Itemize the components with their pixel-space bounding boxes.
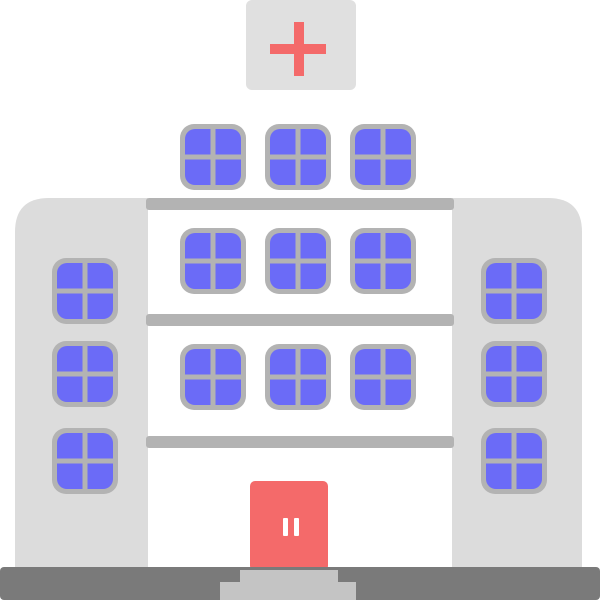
- medical-cross-icon: [246, 0, 356, 90]
- window: [350, 344, 416, 410]
- floor-line: [146, 198, 454, 210]
- step-top: [240, 570, 338, 584]
- window: [180, 124, 246, 190]
- door-handle-right: [294, 518, 299, 536]
- window: [265, 124, 331, 190]
- window-mullion-horizontal: [57, 288, 113, 294]
- floor-lines: [146, 198, 454, 448]
- window-mullion-horizontal: [185, 258, 241, 264]
- window-mullion-horizontal: [185, 154, 241, 160]
- floor-line: [146, 436, 454, 448]
- cross-horizontal: [270, 44, 326, 54]
- window: [350, 228, 416, 294]
- window-mullion-horizontal: [486, 458, 542, 464]
- windows: [52, 124, 547, 494]
- entrance-door-icon: [244, 476, 332, 574]
- window: [265, 228, 331, 294]
- window-mullion-horizontal: [486, 288, 542, 294]
- window-mullion-horizontal: [185, 374, 241, 380]
- window-mullion-horizontal: [486, 371, 542, 377]
- step: [220, 582, 356, 600]
- window: [52, 341, 118, 407]
- window: [481, 428, 547, 494]
- window: [52, 428, 118, 494]
- window-mullion-horizontal: [270, 258, 326, 264]
- window: [481, 258, 547, 324]
- window: [265, 344, 331, 410]
- window-mullion-horizontal: [355, 258, 411, 264]
- window: [350, 124, 416, 190]
- door-handle-left: [283, 518, 288, 536]
- window: [52, 258, 118, 324]
- window: [481, 341, 547, 407]
- window-mullion-horizontal: [57, 371, 113, 377]
- floor-line: [146, 314, 454, 326]
- window: [180, 228, 246, 294]
- window-mullion-horizontal: [57, 458, 113, 464]
- window-mullion-horizontal: [355, 374, 411, 380]
- window-mullion-horizontal: [270, 374, 326, 380]
- window: [180, 344, 246, 410]
- window-mullion-horizontal: [270, 154, 326, 160]
- door: [250, 481, 328, 571]
- window-mullion-horizontal: [355, 154, 411, 160]
